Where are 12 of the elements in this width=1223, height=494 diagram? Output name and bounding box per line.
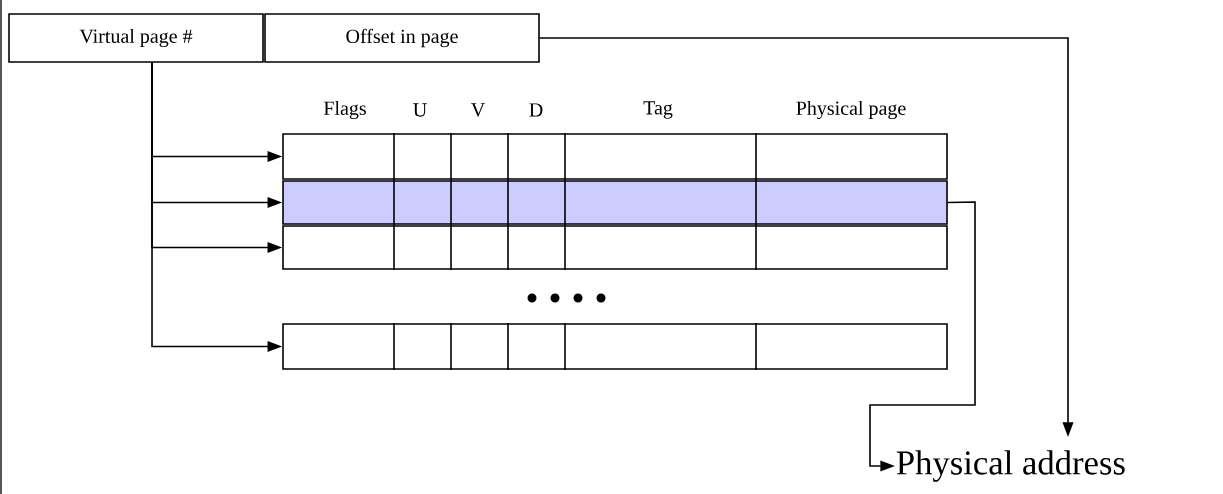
field-box: Virtual page # — [8, 13, 264, 63]
table-row — [282, 322, 948, 371]
column-header: U — [413, 103, 427, 117]
table-row — [282, 132, 948, 181]
field-box: Offset in page — [264, 13, 540, 63]
column-header: Flags — [323, 100, 366, 120]
table-row — [282, 179, 948, 226]
arrow — [869, 201, 976, 472]
address-label: Physical address — [896, 450, 1125, 482]
table-row — [282, 224, 948, 271]
column-header: D — [529, 103, 543, 117]
column-header: V — [471, 103, 485, 117]
